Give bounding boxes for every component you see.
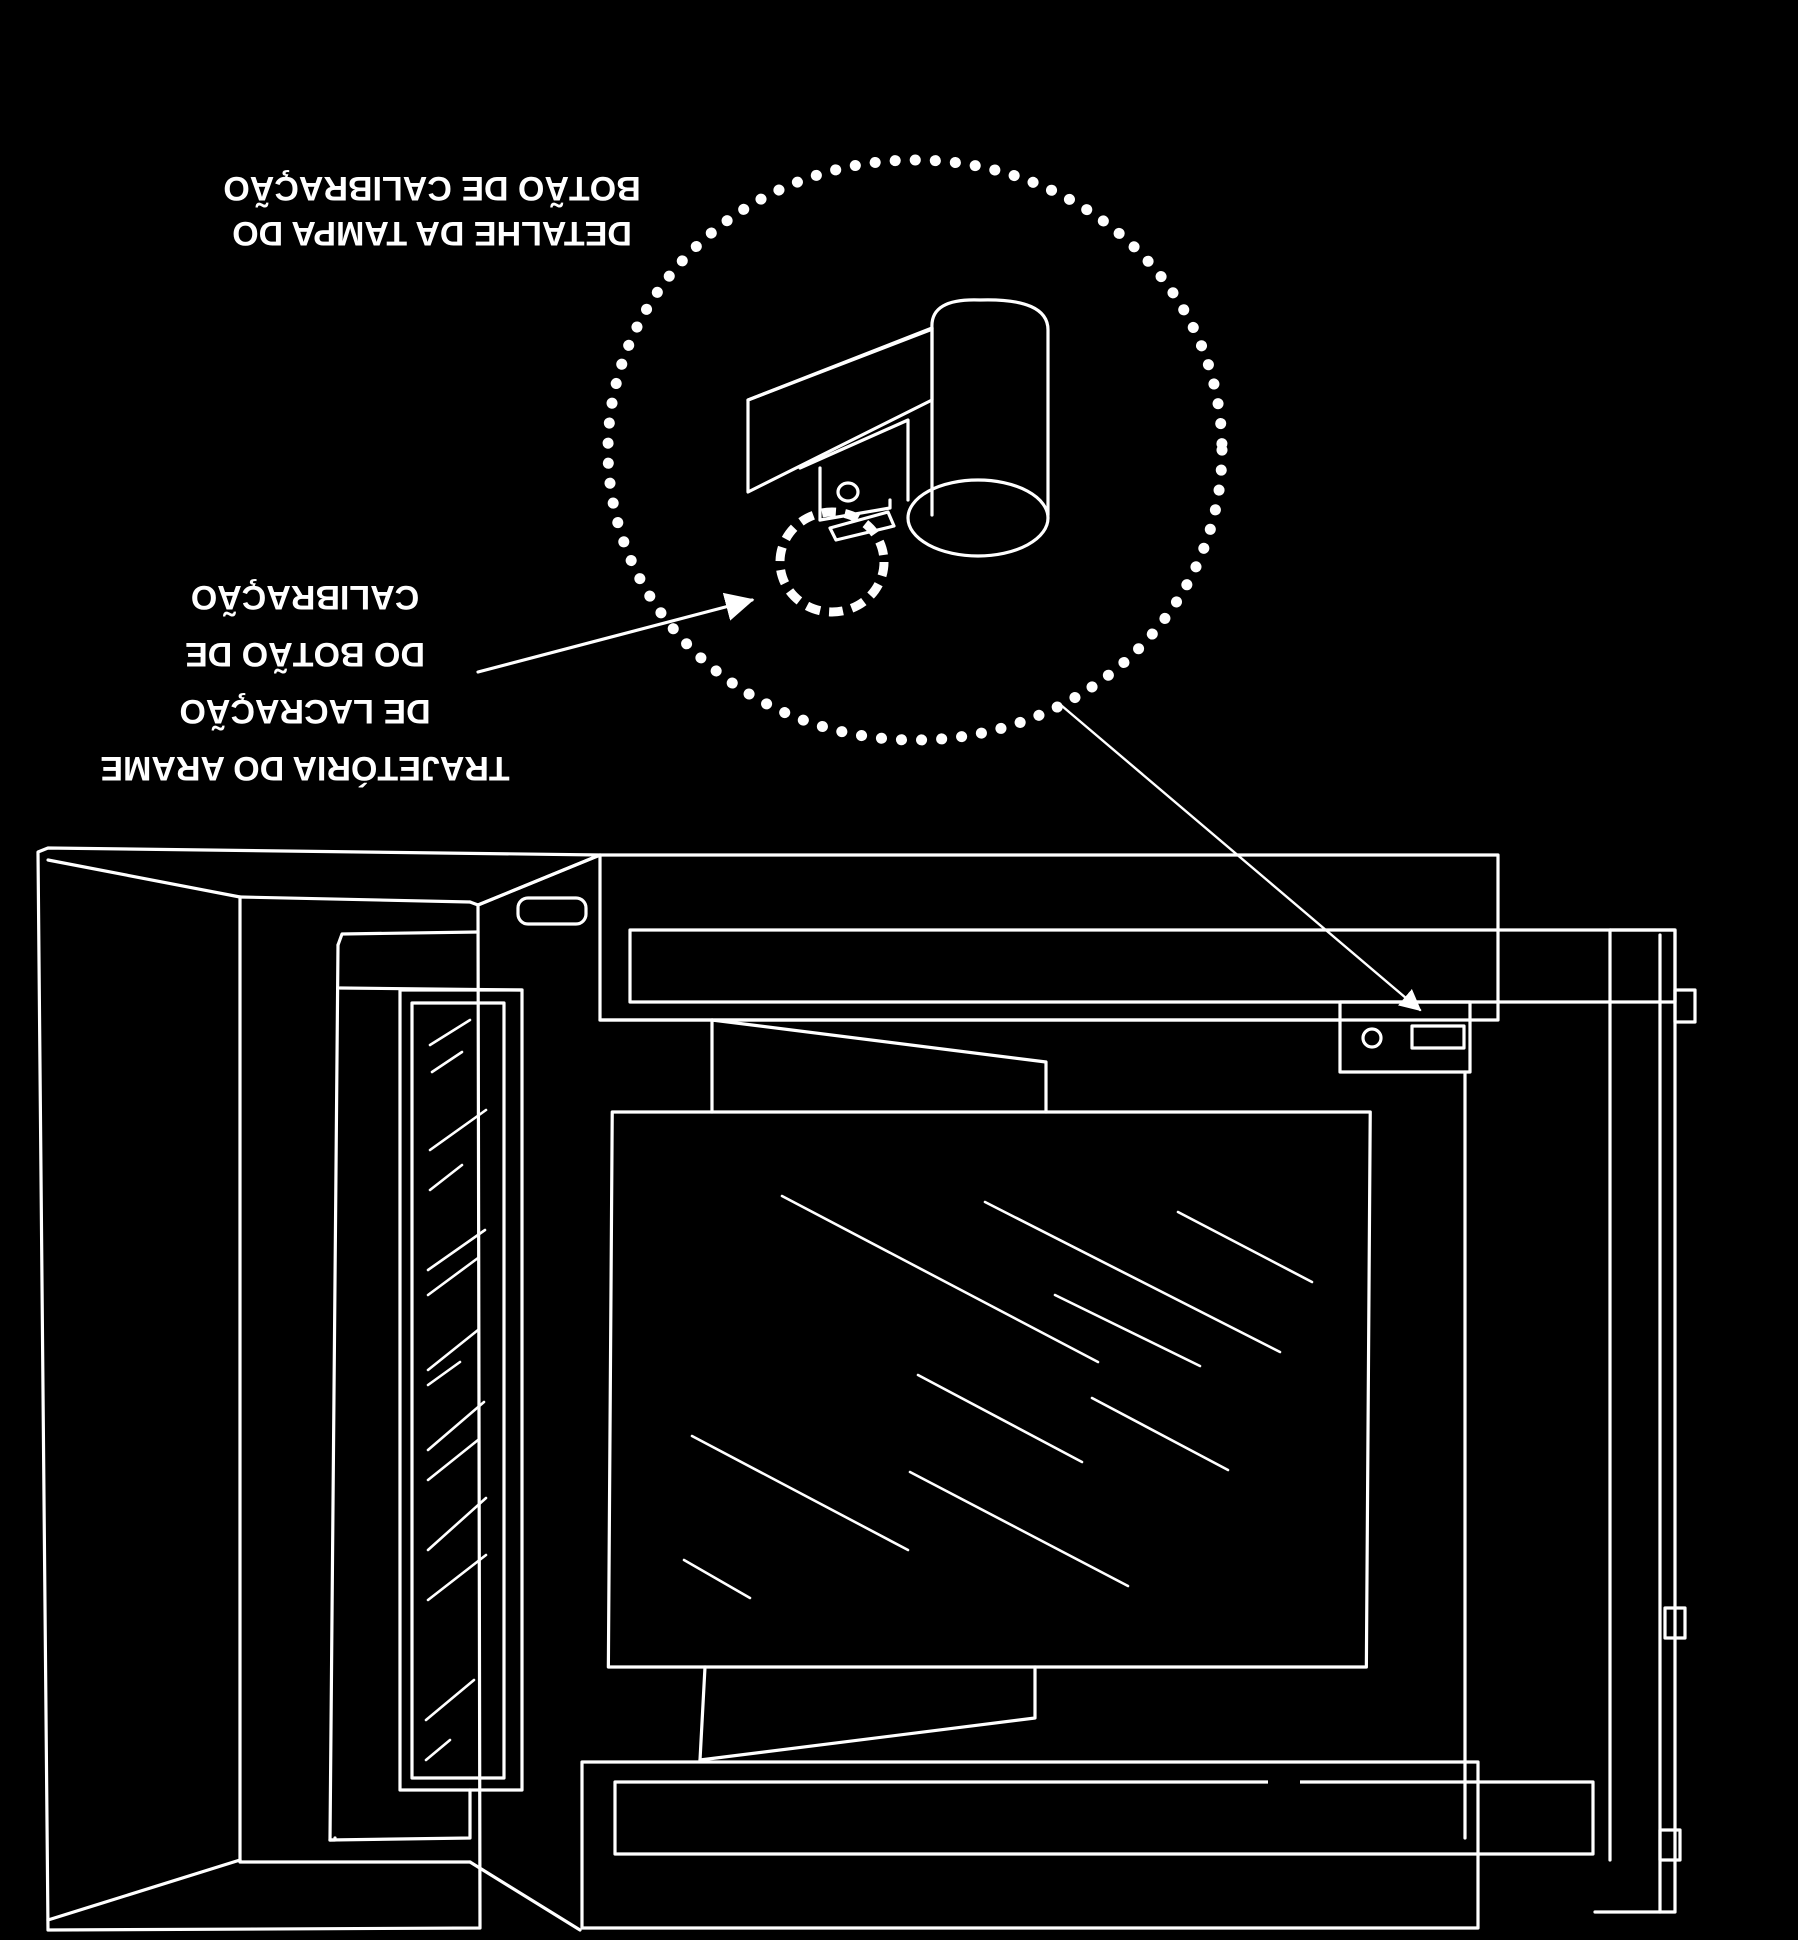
- detail-callout: [602, 154, 1228, 746]
- main-window-reflections: [682, 1194, 1314, 1600]
- bottom-bar: [613, 1780, 1595, 1856]
- bottom-frame: [580, 1760, 1480, 1930]
- knob-housing-base: [906, 478, 1050, 558]
- wire-path-caption-line4: TRAJETÓRIA DO ARAME: [100, 749, 509, 787]
- wire-path-caption-line3: DE LACRAÇÃO: [179, 692, 430, 730]
- top-bar: [628, 928, 1677, 1004]
- wire-path-caption-line2: DO BOTÃO DE: [185, 635, 425, 673]
- detail-caption: BOTÃO DE CALIBRAÇÃO DETALHE DA TAMPA DO: [223, 169, 640, 252]
- right-tab-middle: [1663, 1606, 1687, 1640]
- equipment-body: [36, 846, 1697, 1932]
- knob-housing: [746, 298, 1050, 558]
- badge: [516, 896, 588, 926]
- detail-caption-line1: BOTÃO DE CALIBRAÇÃO: [223, 169, 640, 207]
- calibration-knob-marker: [775, 507, 889, 617]
- side-window-glass: [410, 1001, 506, 1780]
- wire-path-caption: CALIBRAÇÃO DO BOTÃO DE DE LACRAÇÃO TRAJE…: [100, 578, 509, 787]
- right-tab-bottom: [1658, 1828, 1682, 1862]
- right-housing: [1593, 928, 1677, 1914]
- main-window: [606, 1110, 1372, 1669]
- detail-leader-line: [1060, 704, 1422, 1012]
- calibration-housing-box: [1338, 1000, 1472, 1074]
- calibration-housing-slot: [1410, 1024, 1466, 1050]
- calibration-housing-knob: [1361, 1027, 1383, 1049]
- side-window-reflections: [424, 1018, 488, 1762]
- calibration-screw: [836, 481, 860, 503]
- detail-circle: [602, 154, 1228, 746]
- wire-path-arrow: [476, 592, 755, 674]
- left-frame: [36, 846, 602, 1932]
- detail-caption-line2: DETALHE DA TAMPA DO: [232, 214, 632, 252]
- wire-path-caption-line1: CALIBRAÇÃO: [191, 578, 420, 616]
- bracket-plate: [746, 326, 934, 542]
- top-lid: [598, 853, 1500, 1022]
- right-tab-top: [1673, 988, 1697, 1024]
